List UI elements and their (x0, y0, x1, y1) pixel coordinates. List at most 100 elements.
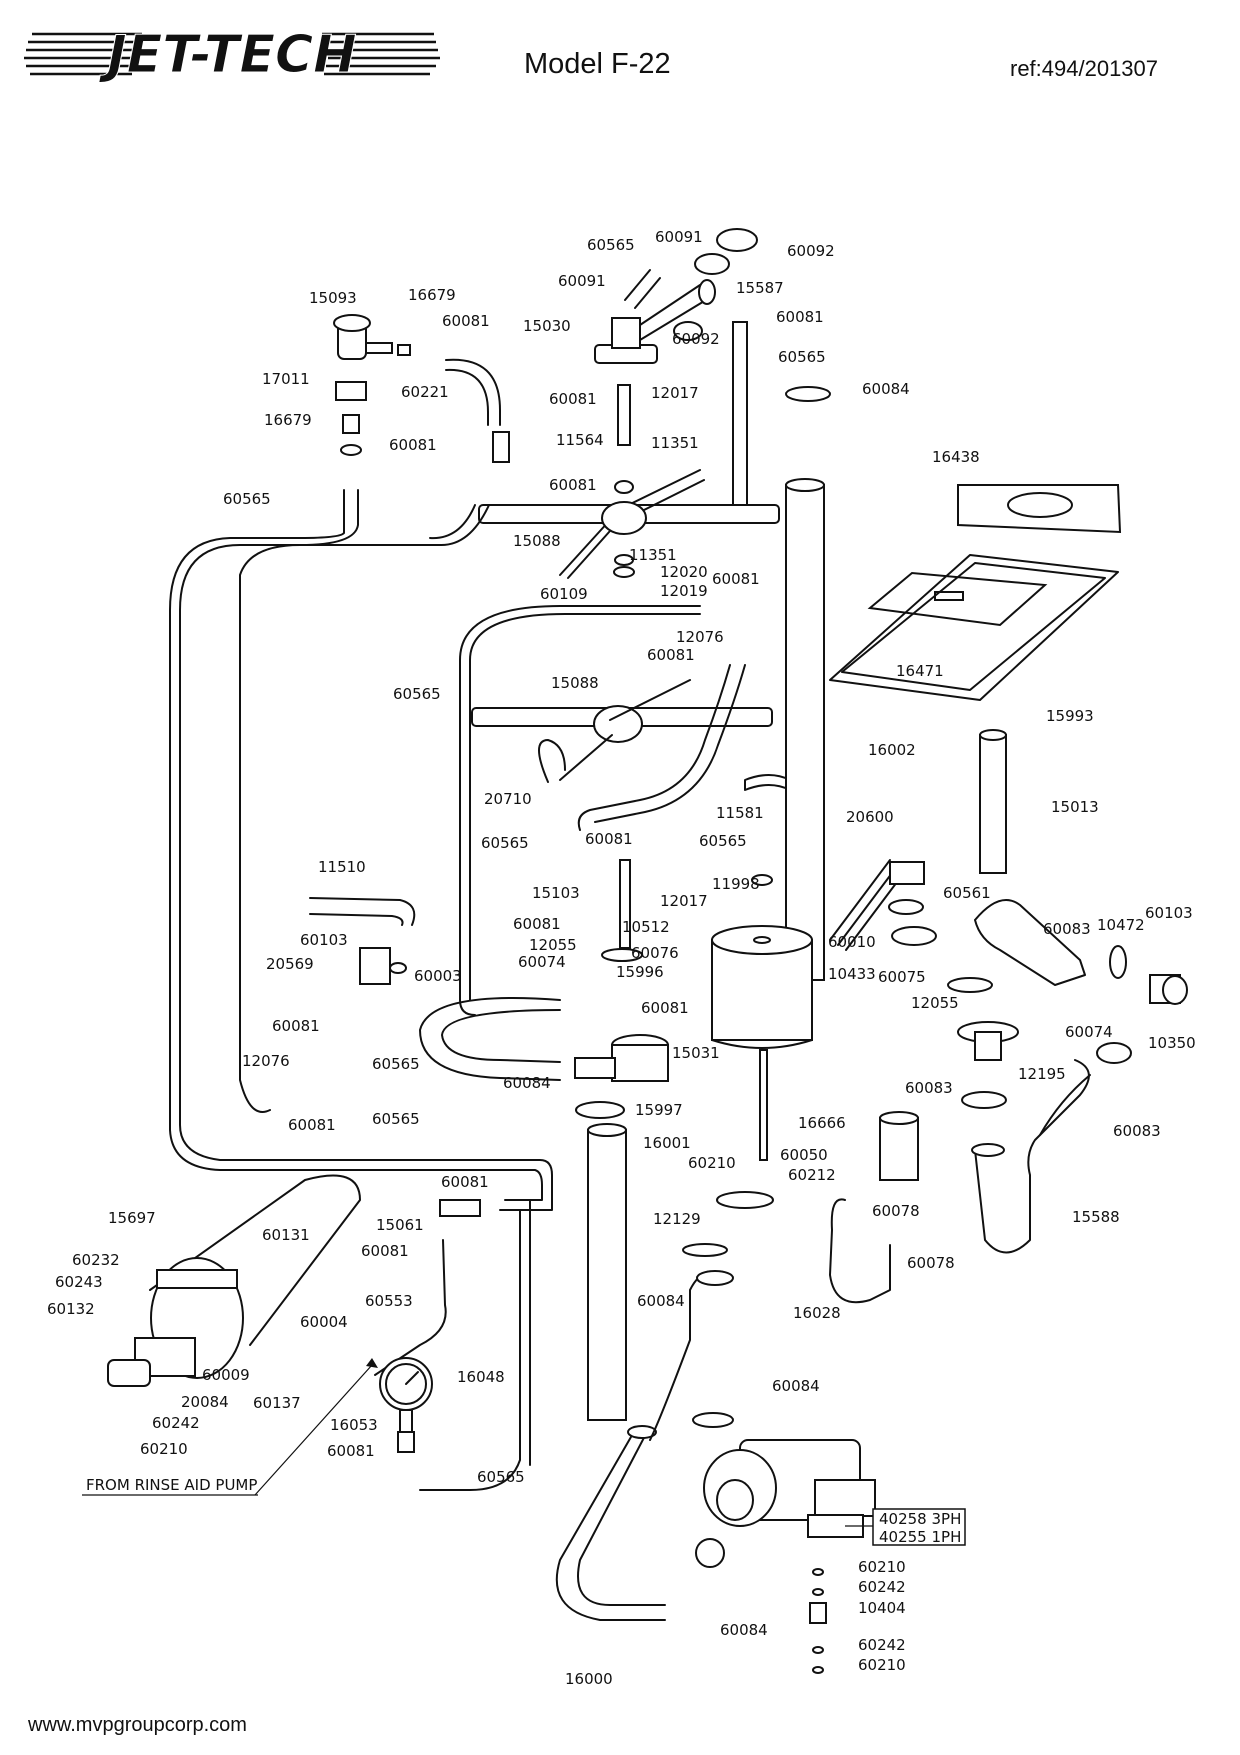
part-label-15088: 15088 (513, 532, 561, 550)
part-label-60109: 60109 (540, 585, 588, 603)
part-label-60081: 60081 (361, 1242, 409, 1260)
part-label-16053: 16053 (330, 1416, 378, 1434)
part-label-60081: 60081 (441, 1173, 489, 1191)
clamp-60083-b (961, 1091, 1007, 1109)
part-label-60081: 60081 (549, 476, 597, 494)
o-ring-60003 (389, 962, 407, 974)
part-label-10512: 10512 (622, 918, 670, 936)
part-label-11351: 11351 (651, 434, 699, 452)
wash-arm-upper-15088 (478, 384, 780, 579)
part-label-12129: 12129 (653, 1210, 701, 1228)
part-label-60131: 60131 (262, 1226, 310, 1244)
diaphragm-12129 (716, 1191, 774, 1209)
part-label-16000: 16000 (565, 1670, 613, 1688)
hose-60565-upper (445, 358, 501, 426)
rinse-aid-note: FROM RINSE AID PUMP (86, 1476, 257, 1494)
part-label-60081: 60081 (776, 308, 824, 326)
reference-number: ref:494/201307 (1010, 56, 1159, 81)
part-label-20710: 20710 (484, 790, 532, 808)
part-label-11510: 11510 (318, 858, 366, 876)
part-label-12076: 12076 (676, 628, 724, 646)
part-label-60009: 60009 (202, 1366, 250, 1384)
part-label-16048: 16048 (457, 1368, 505, 1386)
part-label-60553: 60553 (365, 1292, 413, 1310)
gauge-16048 (379, 1357, 433, 1453)
part-label-10472: 10472 (1097, 916, 1145, 934)
part-label-60078: 60078 (907, 1254, 955, 1272)
part-label-15031: 15031 (672, 1044, 720, 1062)
pump-3ph-label: 40258 3PH (879, 1510, 961, 1528)
drain-valve-12195 (957, 1021, 1019, 1061)
part-label-10350: 10350 (1148, 1034, 1196, 1052)
part-label-60078: 60078 (872, 1202, 920, 1220)
part-label-60232: 60232 (72, 1251, 120, 1269)
pump-1ph-label: 40255 1PH (879, 1528, 961, 1546)
part-label-60075: 60075 (878, 968, 926, 986)
tray-frame-15993 (829, 554, 1119, 701)
part-label-60242: 60242 (858, 1578, 906, 1596)
tube-60553 (374, 1239, 447, 1376)
pump-model-box (872, 1508, 966, 1546)
part-label-60210: 60210 (858, 1558, 906, 1576)
wash-arm-lower-15088 (471, 664, 773, 831)
part-label-60084: 60084 (772, 1377, 820, 1395)
nozzle-20710 (538, 739, 566, 783)
hose-60565-middle (459, 605, 701, 1016)
part-label-60210: 60210 (140, 1440, 188, 1458)
part-label-60137: 60137 (253, 1394, 301, 1412)
part-label-12017: 12017 (651, 384, 699, 402)
part-label-60084: 60084 (637, 1292, 685, 1310)
tank-15996 (711, 925, 813, 1049)
valve-20569 (359, 947, 391, 985)
part-label-60083: 60083 (1043, 920, 1091, 938)
part-label-60242: 60242 (152, 1414, 200, 1432)
part-label-60084: 60084 (720, 1621, 768, 1639)
tee-11564 (492, 431, 510, 463)
heating-element-20600 (829, 859, 937, 951)
jet-tech-logo: JET-TECH (24, 25, 440, 84)
part-label-60081: 60081 (327, 1442, 375, 1460)
part-label-15996: 15996 (616, 963, 664, 981)
part-label-60565: 60565 (372, 1055, 420, 1073)
hose-16028 (829, 1198, 891, 1304)
part-label-60210: 60210 (688, 1154, 736, 1172)
part-label-60565: 60565 (477, 1468, 525, 1486)
part-label-15013: 15013 (1051, 798, 1099, 816)
part-label-15061: 15061 (376, 1216, 424, 1234)
standpipe-16002 (785, 484, 825, 981)
part-label-60565: 60565 (699, 832, 747, 850)
part-label-17011: 17011 (262, 370, 310, 388)
part-label-60004: 60004 (300, 1313, 348, 1331)
part-label-16666: 16666 (798, 1114, 846, 1132)
part-label-16028: 16028 (793, 1304, 841, 1322)
part-label-12017: 12017 (660, 892, 708, 910)
part-label-12055: 12055 (529, 936, 577, 954)
part-label-20569: 20569 (266, 955, 314, 973)
mount-10404 (809, 1568, 827, 1674)
part-label-15093: 15093 (309, 289, 357, 307)
part-label-15030: 15030 (523, 317, 571, 335)
part-label-15993: 15993 (1046, 707, 1094, 725)
clamp-60084-lower (682, 1243, 728, 1257)
part-label-11564: 11564 (556, 431, 604, 449)
part-label-60092: 60092 (787, 242, 835, 260)
part-label-60083: 60083 (905, 1079, 953, 1097)
part-label-60212: 60212 (788, 1166, 836, 1184)
part-label-12019: 12019 (660, 582, 708, 600)
part-label-11998: 11998 (712, 875, 760, 893)
hose-60565-left-loop (179, 489, 553, 1211)
part-label-60003: 60003 (414, 967, 462, 985)
part-label-60084: 60084 (503, 1074, 551, 1092)
part-label-16471: 16471 (896, 662, 944, 680)
hose-11510 (309, 897, 416, 926)
part-label-60221: 60221 (401, 383, 449, 401)
part-label-16002: 16002 (868, 741, 916, 759)
hose-60561 (974, 899, 1086, 986)
strainer-basket-16471 (867, 571, 1048, 627)
footer-url: www.mvpgroupcorp.com (28, 1714, 247, 1736)
model-title: Model F-22 (524, 48, 671, 80)
part-label-20600: 20600 (846, 808, 894, 826)
shaft-12017 (619, 859, 631, 949)
pump-motor (555, 1425, 876, 1621)
